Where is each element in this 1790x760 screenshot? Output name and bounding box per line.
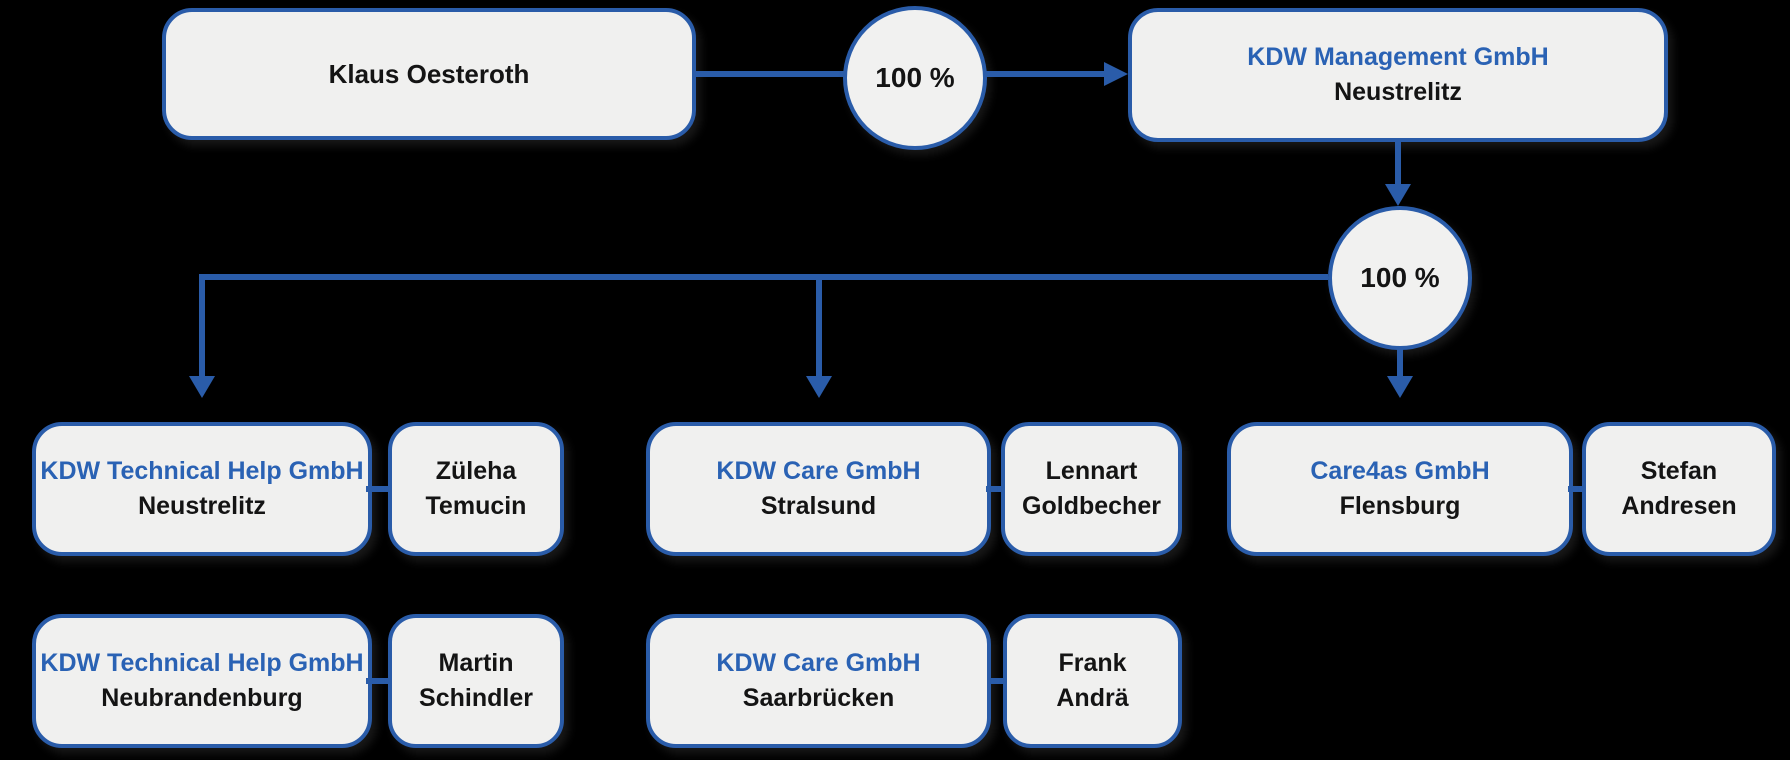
manager-node-frank-andrae: Frank Andrä xyxy=(1003,614,1182,748)
subsidiary-node-kdw-care-stralsund: KDW Care GmbH Stralsund xyxy=(646,422,991,556)
subsidiary-node-care4as-flensburg: Care4as GmbH Flensburg xyxy=(1227,422,1573,556)
manager-last-name: Temucin xyxy=(425,492,527,520)
edge-company-to-manager xyxy=(986,486,1006,492)
subsidiary-node-kdw-care-saarbruecken: KDW Care GmbH Saarbrücken xyxy=(646,614,991,748)
manager-first-name: Lennart xyxy=(1045,457,1138,485)
edge-holding-to-sub-share xyxy=(1395,142,1401,186)
manager-last-name: Schindler xyxy=(419,684,533,712)
company-name: KDW Care GmbH xyxy=(716,649,921,677)
arrowhead-into-sub-share xyxy=(1385,184,1411,206)
arrowhead-into-subsidiary-1 xyxy=(189,376,215,398)
sub-share-label: 100 % xyxy=(1360,262,1440,293)
company-location: Saarbrücken xyxy=(742,684,895,712)
manager-node-martin-schindler: Martin Schindler xyxy=(388,614,564,748)
company-location: Stralsund xyxy=(760,492,877,520)
manager-last-name: Andrä xyxy=(1056,684,1129,712)
company-name: Care4as GmbH xyxy=(1310,457,1490,485)
manager-node-lennart-goldbecher: Lennart Goldbecher xyxy=(1001,422,1182,556)
arrowhead-into-subsidiary-3 xyxy=(1387,376,1413,398)
arrowhead-into-holding xyxy=(1104,62,1128,86)
company-location: Flensburg xyxy=(1339,492,1461,520)
manager-last-name: Andresen xyxy=(1621,492,1737,520)
manager-first-name: Frank xyxy=(1058,649,1127,677)
edge-company-to-manager xyxy=(1568,486,1588,492)
edge-drop-subsidiary-2 xyxy=(816,274,822,378)
edge-company-to-manager xyxy=(366,678,392,684)
edge-company-to-manager xyxy=(366,486,392,492)
owner-node: Klaus Oesteroth xyxy=(162,8,696,140)
owner-name: Klaus Oesteroth xyxy=(328,58,530,89)
holding-location: Neustrelitz xyxy=(1334,78,1462,106)
company-location: Neustrelitz xyxy=(138,492,266,520)
company-name: KDW Technical Help GmbH xyxy=(40,457,364,485)
holding-node: KDW Management GmbH Neustrelitz xyxy=(1128,8,1668,142)
manager-first-name: Martin xyxy=(438,649,514,677)
manager-node-stefan-andresen: Stefan Andresen xyxy=(1582,422,1776,556)
company-name: KDW Technical Help GmbH xyxy=(40,649,364,677)
edge-owner-to-top-share xyxy=(694,71,845,77)
subsidiary-node-kdw-technical-help-neubrandenburg: KDW Technical Help GmbH Neubrandenburg xyxy=(32,614,372,748)
branch-rail xyxy=(199,274,1328,280)
top-share-label: 100 % xyxy=(875,62,955,93)
edge-company-to-manager xyxy=(988,678,1008,684)
top-share-node: 100 % xyxy=(843,6,987,150)
manager-first-name: Stefan xyxy=(1640,457,1718,485)
subsidiary-node-kdw-technical-help-neustrelitz: KDW Technical Help GmbH Neustrelitz xyxy=(32,422,372,556)
holding-company-name: KDW Management GmbH xyxy=(1247,43,1549,71)
company-location: Neubrandenburg xyxy=(101,684,303,712)
edge-drop-subsidiary-3 xyxy=(1397,348,1403,378)
manager-first-name: Züleha xyxy=(435,457,517,485)
sub-share-node: 100 % xyxy=(1328,206,1472,350)
arrowhead-into-subsidiary-2 xyxy=(806,376,832,398)
company-name: KDW Care GmbH xyxy=(716,457,921,485)
edge-top-share-to-holding xyxy=(985,71,1107,77)
manager-node-zueleha-temucin: Züleha Temucin xyxy=(388,422,564,556)
manager-last-name: Goldbecher xyxy=(1022,492,1161,520)
edge-drop-subsidiary-1 xyxy=(199,274,205,378)
